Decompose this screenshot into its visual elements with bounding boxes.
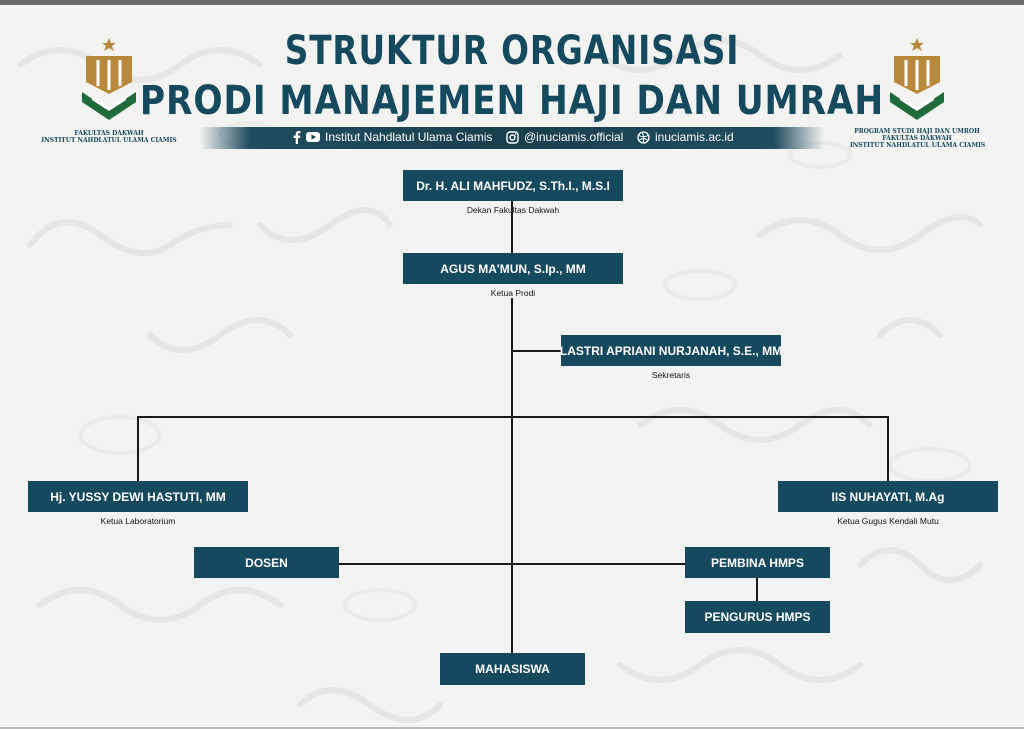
facebook-icon [293,130,301,144]
node-mahasiswa: MAHASISWA [440,653,585,685]
role-ketua-laboratorium: Ketua Laboratorium [100,516,176,526]
page-title-line-2: PRODI MANAJEMEN HAJI DAN UMRAH [139,78,885,124]
node-mahasiswa-name: MAHASISWA [475,662,550,676]
background-pattern [17,37,983,723]
globe-icon [637,130,650,144]
left-logo-icon [82,38,136,120]
connector-sekretaris [511,350,563,352]
connector-horizontal-branch [137,416,889,418]
top-border [0,0,1024,5]
youtube-icon [306,132,320,142]
node-dekan: Dr. H. ALI MAHFUDZ, S.Th.I., M.S.I [403,170,623,201]
role-sekretaris: Sekretaris [651,370,691,380]
social-website-label: inuciamis.ac.id [655,130,734,144]
node-sekretaris-name: LASTRI APRIANI NURJANAH, S.E., MM [559,343,783,358]
node-dekan-name: Dr. H. ALI MAHFUDZ, S.Th.I., M.S.I [416,178,610,193]
node-ketua-gkm: IIS NUHAYATI, M.Ag [778,481,998,512]
role-ketua-prodi: Ketua Prodi [490,288,536,298]
right-logo-caption: PROGRAM STUDI HAJI DAN UMROH FAKULTAS DA… [850,128,986,149]
left-logo-caption: FAKULTAS DAKWAH INSTITUT NAHDLATUL ULAMA… [41,130,177,144]
node-ketua-prodi: AGUS MA'MUN, S.Ip., MM [403,253,623,284]
page-title-line-1: STRUKTUR ORGANISASI [284,28,740,74]
role-dekan: Dekan Fakultas Dakwah [466,205,560,215]
connector-dosen-pembina [338,563,686,565]
node-dosen-name: DOSEN [245,555,288,570]
node-ketua-gkm-name: IIS NUHAYATI, M.Ag [831,489,945,504]
node-pengurus-hmps: PENGURUS HMPS [685,601,830,633]
right-logo-icon [890,38,944,120]
connector-dekan-ketua [511,201,513,253]
social-facebook-youtube-label: Institut Nahdlatul Ulama Ciamis [325,130,493,144]
node-ketua-laboratorium: Hj. YUSSY DEWI HASTUTI, MM [28,481,248,512]
social-website[interactable]: inuciamis.ac.id [637,130,734,144]
node-pengurus-hmps-name: PENGURUS HMPS [704,610,811,624]
node-sekretaris: LASTRI APRIANI NURJANAH, S.E., MM [559,335,783,366]
node-ketua-laboratorium-name: Hj. YUSSY DEWI HASTUTI, MM [50,489,226,504]
node-dosen: DOSEN [194,547,339,578]
bottom-border [0,727,1024,729]
connector-lab [137,416,139,482]
social-facebook-youtube[interactable]: Institut Nahdlatul Ulama Ciamis [293,130,492,144]
social-instagram[interactable]: @inuciamis.official [506,130,623,144]
node-pembina-hmps: PEMBINA HMPS [685,547,830,578]
social-instagram-label: @inuciamis.official [524,130,624,144]
node-pembina-hmps-name: PEMBINA HMPS [711,555,804,570]
connector-pembina-pengurus [756,578,758,602]
connector-main-trunk [511,298,513,654]
social-band: Institut Nahdlatul Ulama Ciamis @inuciam… [200,127,824,149]
instagram-icon [506,130,519,144]
node-ketua-prodi-name: AGUS MA'MUN, S.Ip., MM [440,261,586,276]
role-ketua-gkm: Ketua Gugus Kendali Mutu [837,516,939,526]
connector-gkm [887,416,889,482]
